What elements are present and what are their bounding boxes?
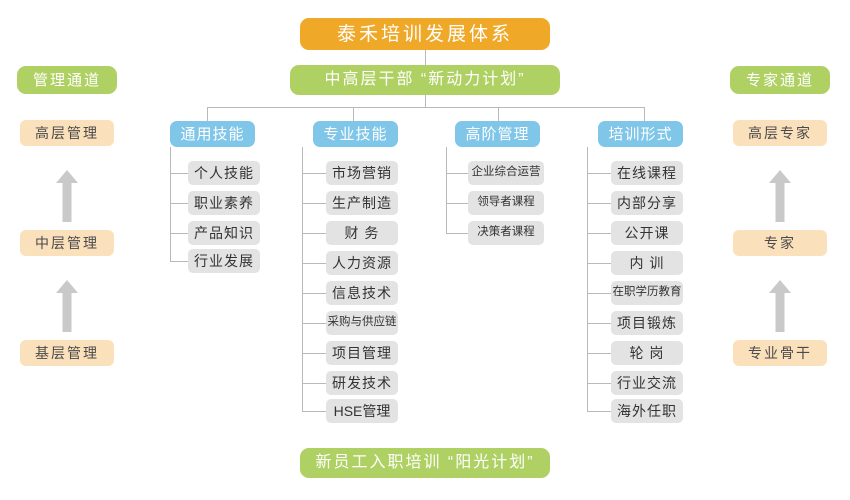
category-branch-2-1 xyxy=(302,173,326,174)
category-branch-4-4 xyxy=(587,263,611,264)
right-track-header: 专家通道 xyxy=(730,66,830,94)
category-item-2-5: 信息技术 xyxy=(326,281,398,305)
category-branch-4-3 xyxy=(587,233,611,234)
category-item-1-1: 个人技能 xyxy=(188,161,260,185)
category-branch-4-9 xyxy=(587,411,611,412)
left-track-arrow-lower xyxy=(43,280,91,332)
right-track-level-2: 专家 xyxy=(733,230,827,256)
category-item-1-4: 行业发展 xyxy=(188,249,260,273)
diagram-title: 泰禾培训发展体系 xyxy=(300,18,550,50)
category-item-3-1: 企业综合运营 xyxy=(468,161,544,185)
category-item-2-3: 财 务 xyxy=(326,221,398,245)
category-item-4-1: 在线课程 xyxy=(611,161,683,185)
category-branch-1-3 xyxy=(170,233,188,234)
right-track-level-3: 专业骨干 xyxy=(733,340,827,366)
category-branch-3-2 xyxy=(446,203,468,204)
category-header-1: 通用技能 xyxy=(170,121,255,147)
category-item-4-5: 在职学历教育 xyxy=(611,281,683,305)
category-branch-3-1 xyxy=(446,173,468,174)
category-item-1-2: 职业素养 xyxy=(188,191,260,215)
category-header-4: 培训形式 xyxy=(598,121,683,147)
category-branch-2-5 xyxy=(302,293,326,294)
right-track-arrow-upper xyxy=(756,170,804,222)
category-branch-2-3 xyxy=(302,233,326,234)
category-item-2-7: 项目管理 xyxy=(326,341,398,365)
connector-title-subtitle xyxy=(425,50,426,65)
category-item-3-3: 决策者课程 xyxy=(468,221,544,245)
category-branch-3-3 xyxy=(446,233,468,234)
category-branch-2-7 xyxy=(302,353,326,354)
category-item-2-1: 市场营销 xyxy=(326,161,398,185)
category-item-2-9: HSE管理 xyxy=(326,399,398,423)
category-branch-4-7 xyxy=(587,353,611,354)
category-item-4-7: 轮 岗 xyxy=(611,341,683,365)
connector-bus-drop-2 xyxy=(353,107,354,121)
category-branch-4-5 xyxy=(587,293,611,294)
category-trunk-1 xyxy=(170,147,171,261)
category-branch-1-4 xyxy=(170,261,188,262)
category-branch-4-2 xyxy=(587,203,611,204)
category-item-2-4: 人力资源 xyxy=(326,251,398,275)
category-item-4-9: 海外任职 xyxy=(611,399,683,423)
category-item-4-6: 项目锻炼 xyxy=(611,311,683,335)
category-item-2-6: 采购与供应链 xyxy=(326,311,398,335)
category-branch-2-8 xyxy=(302,383,326,384)
category-item-4-4: 内 训 xyxy=(611,251,683,275)
category-item-4-8: 行业交流 xyxy=(611,371,683,395)
category-trunk-4 xyxy=(587,147,588,411)
left-track-level-2: 中层管理 xyxy=(20,230,114,256)
category-branch-4-8 xyxy=(587,383,611,384)
connector-bus-drop-4 xyxy=(644,107,645,121)
category-item-1-3: 产品知识 xyxy=(188,221,260,245)
category-trunk-2 xyxy=(302,147,303,411)
category-item-2-2: 生产制造 xyxy=(326,191,398,215)
connector-bus xyxy=(207,107,644,108)
category-branch-1-2 xyxy=(170,203,188,204)
category-branch-2-9 xyxy=(302,411,326,412)
category-branch-2-2 xyxy=(302,203,326,204)
category-header-2: 专业技能 xyxy=(313,121,398,147)
category-branch-4-6 xyxy=(587,323,611,324)
connector-subtitle-bus xyxy=(425,95,426,107)
connector-bus-drop-3 xyxy=(498,107,499,121)
left-track-arrow-upper xyxy=(43,170,91,222)
category-trunk-3 xyxy=(446,147,447,233)
right-track-arrow-lower xyxy=(756,280,804,332)
diagram-footer: 新员工入职培训 “阳光计划” xyxy=(300,448,550,478)
category-header-3: 高阶管理 xyxy=(455,121,540,147)
category-item-4-2: 内部分享 xyxy=(611,191,683,215)
category-item-4-3: 公开课 xyxy=(611,221,683,245)
category-branch-2-4 xyxy=(302,263,326,264)
category-branch-2-6 xyxy=(302,323,326,324)
diagram-subtitle: 中高层干部 “新动力计划” xyxy=(290,65,560,95)
category-branch-4-1 xyxy=(587,173,611,174)
left-track-header: 管理通道 xyxy=(17,66,117,94)
right-track-level-1: 高层专家 xyxy=(733,120,827,146)
category-item-2-8: 研发技术 xyxy=(326,371,398,395)
connector-bus-drop-1 xyxy=(207,107,208,121)
left-track-level-3: 基层管理 xyxy=(20,340,114,366)
category-item-3-2: 领导者课程 xyxy=(468,191,544,215)
category-branch-1-1 xyxy=(170,173,188,174)
left-track-level-1: 高层管理 xyxy=(20,120,114,146)
